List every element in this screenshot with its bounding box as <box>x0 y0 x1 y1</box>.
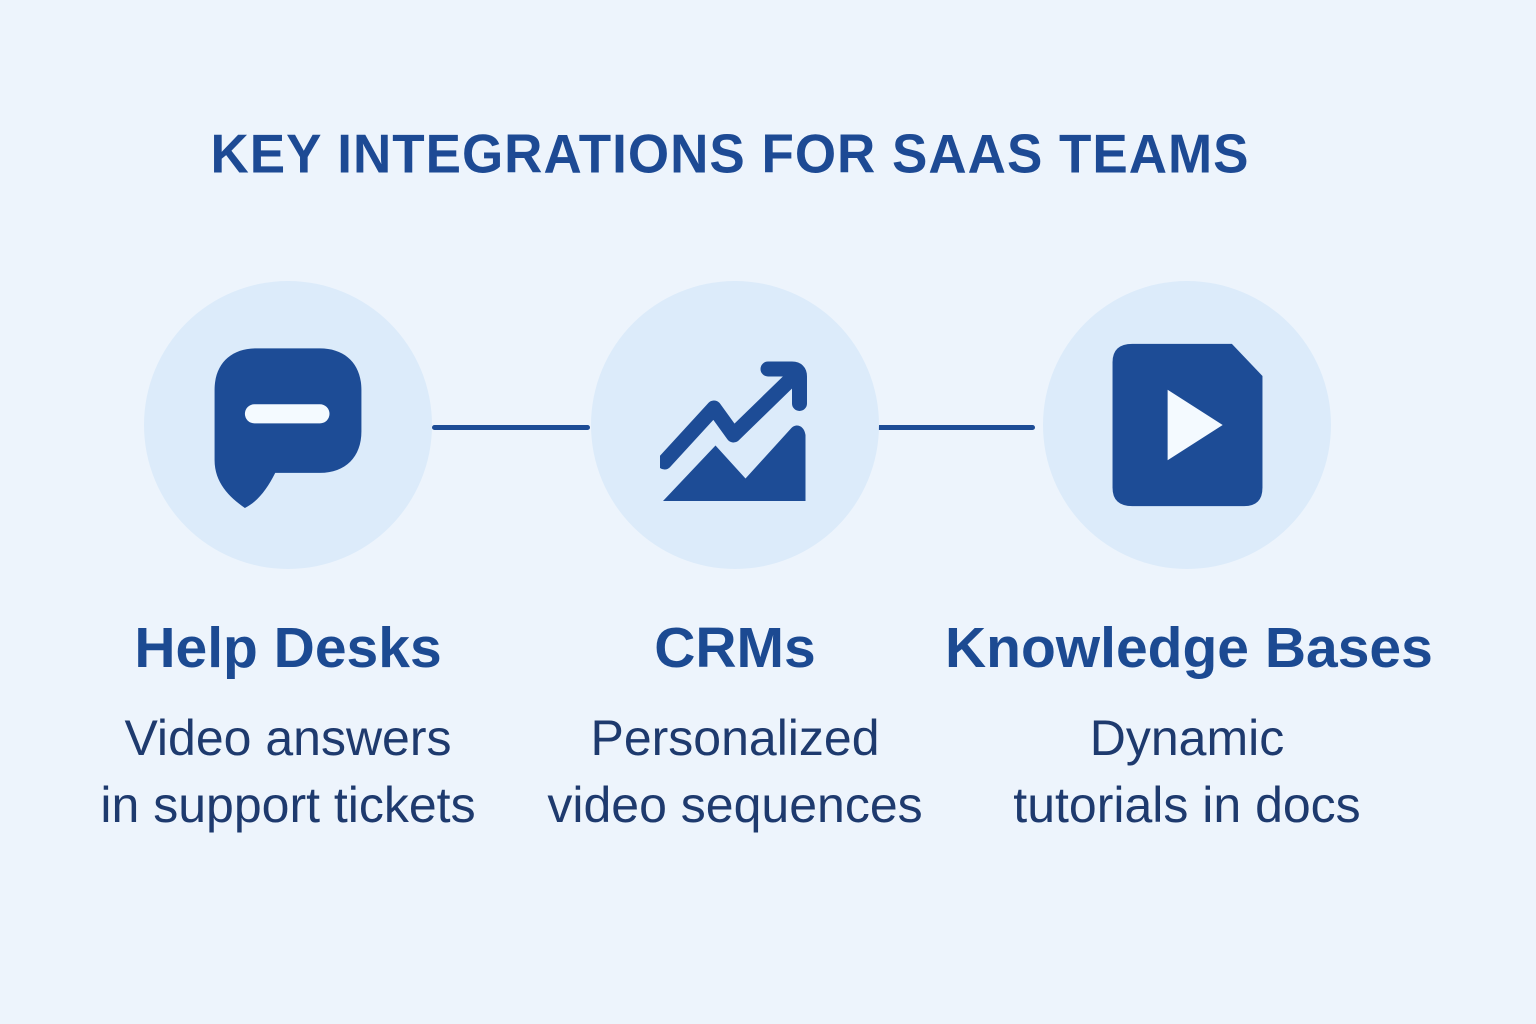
trend-chart-icon <box>660 357 810 501</box>
item-heading: Help Desks <box>134 616 442 680</box>
item-heading: Knowledge Bases <box>945 616 1433 680</box>
description-line: Dynamic <box>1089 710 1285 766</box>
item-heading: CRMs <box>654 616 816 680</box>
chat-bubble-icon <box>208 342 368 508</box>
item-help-desks: Help Desks Video answers in support tick… <box>58 281 518 839</box>
icon-circle-crms <box>591 281 879 569</box>
item-crms: CRMs Personalized video sequences <box>505 281 965 839</box>
description-line: Video answers <box>124 710 452 766</box>
item-description: Dynamic tutorials in docs <box>945 705 1429 839</box>
description-line: video sequences <box>547 777 923 833</box>
page-title: KEY INTEGRATIONS FOR SAAS TEAMS <box>210 123 1250 186</box>
icon-circle-help-desks <box>144 281 432 569</box>
icon-circle-knowledge-bases <box>1043 281 1331 569</box>
connector-line-1 <box>432 425 590 430</box>
item-description: Personalized video sequences <box>505 705 965 839</box>
item-knowledge-bases: Knowledge Bases Dynamic tutorials in doc… <box>945 281 1433 839</box>
video-document-icon <box>1111 342 1264 508</box>
description-line: Personalized <box>590 710 880 766</box>
connector-line-2 <box>877 425 1035 430</box>
item-description: Video answers in support tickets <box>58 705 518 839</box>
description-line: tutorials in docs <box>1013 777 1361 833</box>
description-line: in support tickets <box>100 777 476 833</box>
